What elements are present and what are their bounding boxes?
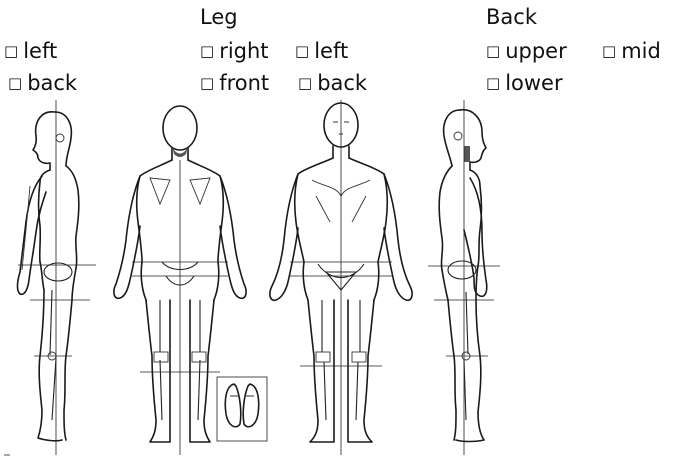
front-view[interactable] xyxy=(270,100,412,455)
side-view-right[interactable] xyxy=(428,100,500,455)
feet-soles-inset xyxy=(217,377,267,441)
back-view[interactable] xyxy=(114,106,246,455)
side-view-left[interactable] xyxy=(17,100,96,455)
